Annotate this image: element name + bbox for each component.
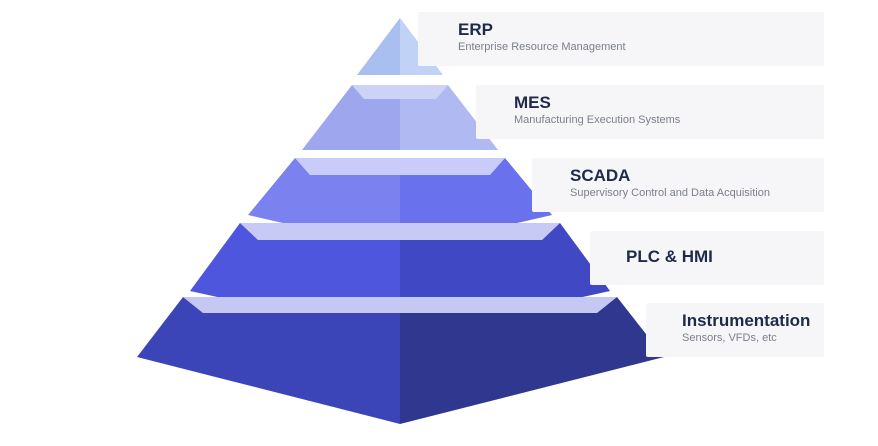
level-subtitle: Sensors, VFDs, etc	[682, 332, 777, 344]
pyramid-level-instrumentation-front	[137, 297, 400, 424]
level-label-plc-hmi: PLC & HMI	[590, 231, 824, 285]
pyramid-level-erp-front	[357, 18, 400, 75]
pyramid-level-plc-hmi-top	[240, 223, 560, 240]
level-label-mes: MES Manufacturing Execution Systems	[476, 85, 824, 139]
pyramid-level-mes-front	[302, 85, 400, 150]
pyramid-level-instrumentation-side	[400, 297, 664, 424]
level-title: SCADA	[570, 166, 631, 185]
pyramid-level-mes-top	[352, 85, 448, 99]
level-title: MES	[514, 93, 551, 112]
level-title: Instrumentation	[682, 311, 811, 330]
level-title: ERP	[458, 20, 493, 39]
pyramid-level-instrumentation-top	[183, 297, 617, 313]
level-label-scada: SCADA Supervisory Control and Data Acqui…	[532, 158, 824, 212]
level-subtitle: Enterprise Resource Management	[458, 41, 626, 53]
pyramid-level-mes-side	[400, 85, 498, 150]
level-label-instrumentation: Instrumentation Sensors, VFDs, etc	[646, 303, 824, 357]
pyramid-level-scada-top	[295, 158, 505, 175]
level-subtitle: Manufacturing Execution Systems	[514, 114, 681, 126]
level-title: PLC & HMI	[626, 247, 713, 266]
level-subtitle: Supervisory Control and Data Acquisition	[570, 187, 770, 199]
level-label-erp: ERP Enterprise Resource Management	[418, 12, 824, 66]
